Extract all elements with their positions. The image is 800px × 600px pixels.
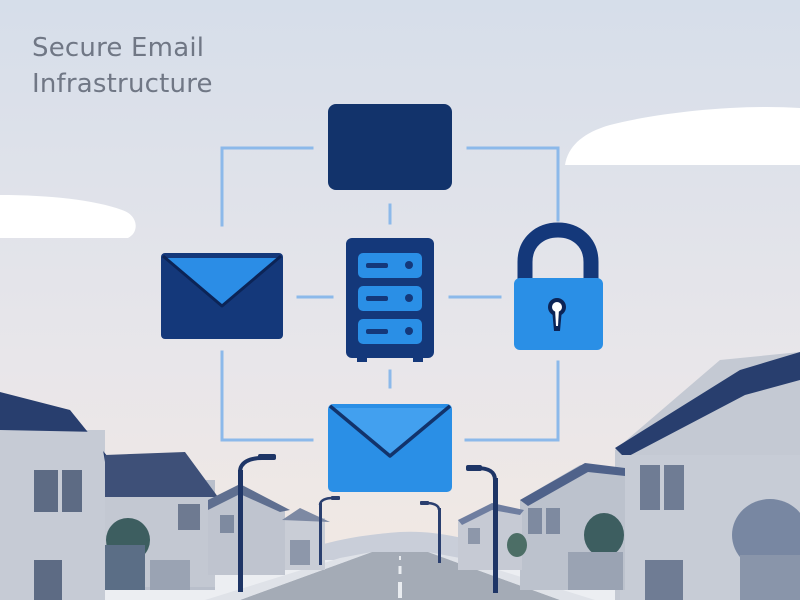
house-right-near — [615, 352, 800, 600]
cloud-left — [0, 195, 136, 238]
street-lamp-left-far — [318, 496, 340, 565]
street-lamp-right-near — [466, 465, 498, 593]
house-left-far — [208, 484, 330, 575]
padlock-icon — [514, 222, 603, 350]
connector-top-right — [466, 146, 560, 222]
street-lamp-right-far — [420, 501, 441, 563]
connector-top-left — [220, 146, 314, 227]
page-title: Secure Email Infrastructure — [32, 30, 213, 102]
connector-lines — [220, 146, 560, 442]
connector-bottom-left — [220, 350, 314, 442]
title-line-1: Secure Email — [32, 33, 205, 63]
street-lamp-left-near — [238, 454, 276, 592]
house-right-mid — [520, 463, 625, 590]
house-left-near — [0, 392, 112, 600]
envelope-icon — [161, 253, 283, 339]
top-block-node — [328, 104, 452, 190]
connector-bottom-right — [464, 360, 560, 442]
server-rack-icon — [346, 238, 434, 362]
cloud-right — [565, 106, 800, 165]
envelope-icon — [328, 404, 452, 492]
title-line-2: Infrastructure — [32, 69, 213, 99]
house-right-far — [458, 503, 527, 570]
house-left-mid — [105, 452, 218, 590]
